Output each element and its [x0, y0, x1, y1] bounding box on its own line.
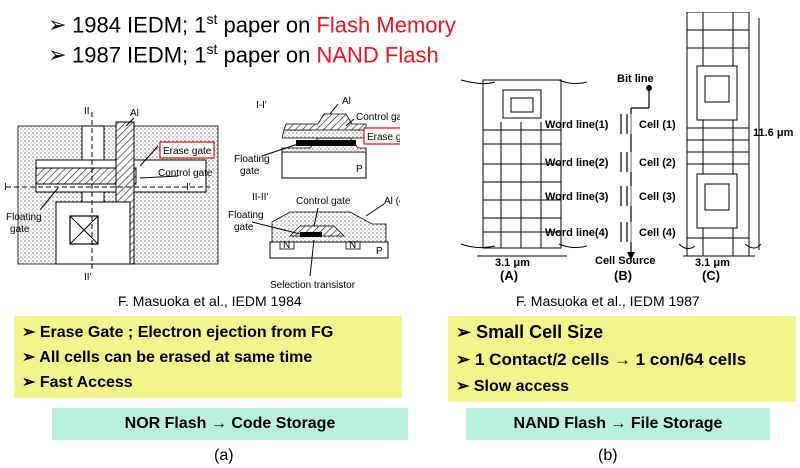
dim-height-label: 11.6 μm: [753, 127, 794, 139]
label-section-II-Al-digit: Al (digit line): [384, 196, 400, 207]
bit-line-label: Bit line: [617, 73, 654, 85]
label-section-I-control-gate: Control gate: [356, 112, 400, 123]
label-A: (A): [500, 268, 519, 283]
nand-summary-box: NAND Flash → File Storage: [466, 408, 770, 440]
label-B: (B): [614, 268, 633, 283]
label-section-I-erase-gate: Erase gate: [367, 132, 400, 143]
dim-A-label: 3.1 μm: [495, 257, 530, 268]
header-line-1-mid: paper on: [217, 12, 317, 38]
arrow-bullet-icon: ➢: [456, 378, 470, 395]
header-line-2-highlight: NAND Flash: [316, 42, 439, 68]
label-C: (C): [702, 268, 721, 283]
arrow-bullet-icon: ➢: [22, 349, 36, 366]
arrow-bullet-icon: ➢: [22, 324, 36, 341]
header-line-1: ➢1984 IEDM; 1st paper on Flash Memory: [48, 6, 456, 38]
label-I-prime: I′: [186, 182, 191, 193]
right-citation: F. Masuoka et al., IEDM 1987: [516, 293, 700, 309]
nand-circuit-B: [620, 88, 650, 252]
arrow-bullet-icon: ➢: [456, 350, 471, 369]
arrow-bullet-icon: ➢: [48, 42, 67, 68]
label-section-II-gate: gate: [234, 222, 254, 233]
erase-gate-section-highlight-box: [363, 127, 400, 145]
left-bullet-2: ➢ All cells can be erased at same time: [22, 349, 313, 366]
nand-layout-C: [678, 12, 762, 257]
label-Al: Al: [130, 108, 139, 119]
header-line-1-highlight: Flash Memory: [316, 12, 456, 38]
label-erase-gate: Erase gate: [163, 146, 212, 157]
label-section-II-P: P: [376, 246, 383, 257]
label-section-II-control-gate: Control gate: [296, 196, 351, 207]
nor-flash-figure: II Al Erase gate Control gate I I′ Float…: [4, 96, 400, 291]
label-section-I-P: P: [356, 164, 363, 175]
label-I: I: [4, 182, 7, 193]
cell-2: Cell (2): [639, 157, 676, 169]
label-section-I-floating: Floating: [234, 154, 270, 165]
cell-1: Cell (1): [639, 119, 676, 131]
right-bullet-box: ➢ Small Cell Size ➢ 1 Contact/2 cells → …: [448, 316, 796, 402]
label-section-I: I-I′: [256, 100, 267, 111]
left-bullet-3: ➢ Fast Access: [22, 374, 133, 391]
cross-section-II: [251, 203, 389, 277]
nand-flash-figure: 3.1 μm Bit line Word line(1) Word line(2…: [460, 12, 794, 268]
header-line-2-mid: paper on: [217, 42, 317, 68]
label-section-I-Al: Al: [342, 96, 351, 107]
header-line-1-sup: st: [206, 11, 218, 27]
left-bullet-1: ➢ Erase Gate ; Electron ejection from FG: [22, 324, 334, 341]
cross-section-I: [261, 103, 367, 179]
label-section-I-gate: gate: [240, 166, 260, 177]
label-section-II-floating: Floating: [228, 210, 264, 221]
bit-line-node-icon: [646, 85, 652, 91]
header-line-2-prefix: 1987 IEDM; 1: [72, 42, 207, 68]
header-line-2-sup: st: [206, 41, 218, 57]
right-bullet-2: ➢ 1 Contact/2 cells → 1 con/64 cells: [456, 350, 747, 369]
arrow-bullet-icon: ➢: [48, 12, 67, 38]
erase-gate-highlight-box: [159, 141, 215, 159]
cell-source-label: Cell Source: [595, 255, 656, 267]
caption-a: (a): [214, 447, 234, 464]
arrow-bullet-icon: ➢: [22, 374, 36, 391]
right-bullet-1: ➢ Small Cell Size: [456, 322, 604, 342]
label-control-gate: Control gate: [158, 168, 213, 179]
header-line-1-prefix: 1984 IEDM; 1: [72, 12, 207, 38]
label-section-II-N1: N: [283, 240, 290, 251]
label-section-II-N2: N: [349, 240, 356, 251]
word-line-3: Word line(3): [545, 191, 609, 203]
label-section-II: II-II′: [252, 192, 268, 203]
word-line-2: Word line(2): [545, 157, 609, 169]
word-line-4: Word line(4): [545, 227, 609, 239]
label-II: II: [84, 106, 90, 117]
cell-4: Cell (4): [639, 227, 676, 239]
right-bullet-3: ➢ Slow access: [456, 378, 570, 395]
dim-C-label: 3.1 μm: [695, 257, 730, 268]
label-selection-transistor: Selection transistor: [270, 280, 356, 291]
caption-b: (b): [598, 447, 618, 464]
nand-layout-A: [460, 79, 588, 249]
word-line-1: Word line(1): [545, 119, 609, 131]
label-II-prime: II′: [84, 272, 92, 283]
cell-3: Cell (3): [639, 191, 676, 203]
label-floating: Floating: [6, 212, 42, 223]
arrow-bullet-icon: ➢: [456, 322, 472, 342]
header-line-2: ➢1987 IEDM; 1st paper on NAND Flash: [48, 36, 439, 68]
label-gate: gate: [10, 224, 30, 235]
cell-source-arrow-icon: [627, 252, 635, 260]
left-citation: F. Masuoka et al., IEDM 1984: [118, 293, 302, 309]
left-bullet-box: ➢ Erase Gate ; Electron ejection from FG…: [14, 316, 402, 398]
nor-summary-box: NOR Flash → Code Storage: [52, 408, 408, 440]
